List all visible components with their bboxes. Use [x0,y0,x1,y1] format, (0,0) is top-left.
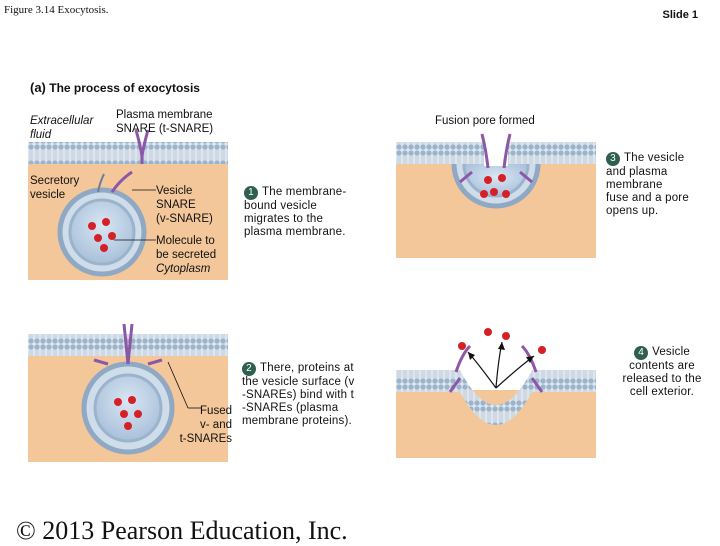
copyright-footer: © 2013 Pearson Education, Inc. [16,516,348,546]
label-molecule-secreted: Molecule to be secreted [156,234,216,262]
step-number-badge: 3 [606,152,620,166]
label-fused-snares: Fused v- and t-SNAREs [166,404,232,446]
step-number-badge: 2 [242,362,256,376]
section-letter: (a) [30,80,46,95]
step-number-badge: 1 [244,186,258,200]
label-extracellular-fluid: Extracellular fluid [30,114,93,142]
figure-title: Figure 3.14 Exocytosis. [4,4,109,16]
label-plasma-membrane-snare: Plasma membrane SNARE (t-SNARE) [116,108,213,136]
slide-label: Slide 1 [663,9,698,21]
step-number-badge: 4 [634,346,648,360]
section-title: (a) The process of exocytosis [30,80,200,95]
label-vesicle-snare: Vesicle SNARE (v-SNARE) [156,184,213,226]
label-cytoplasm: Cytoplasm [156,262,210,276]
section-title-text: The process of exocytosis [49,81,200,95]
label-secretory-vesicle: Secretory vesicle [30,174,79,202]
panel-3-illustration [396,128,596,258]
panel-4-illustration [396,318,596,458]
label-fusion-pore: Fusion pore formed [435,114,535,128]
